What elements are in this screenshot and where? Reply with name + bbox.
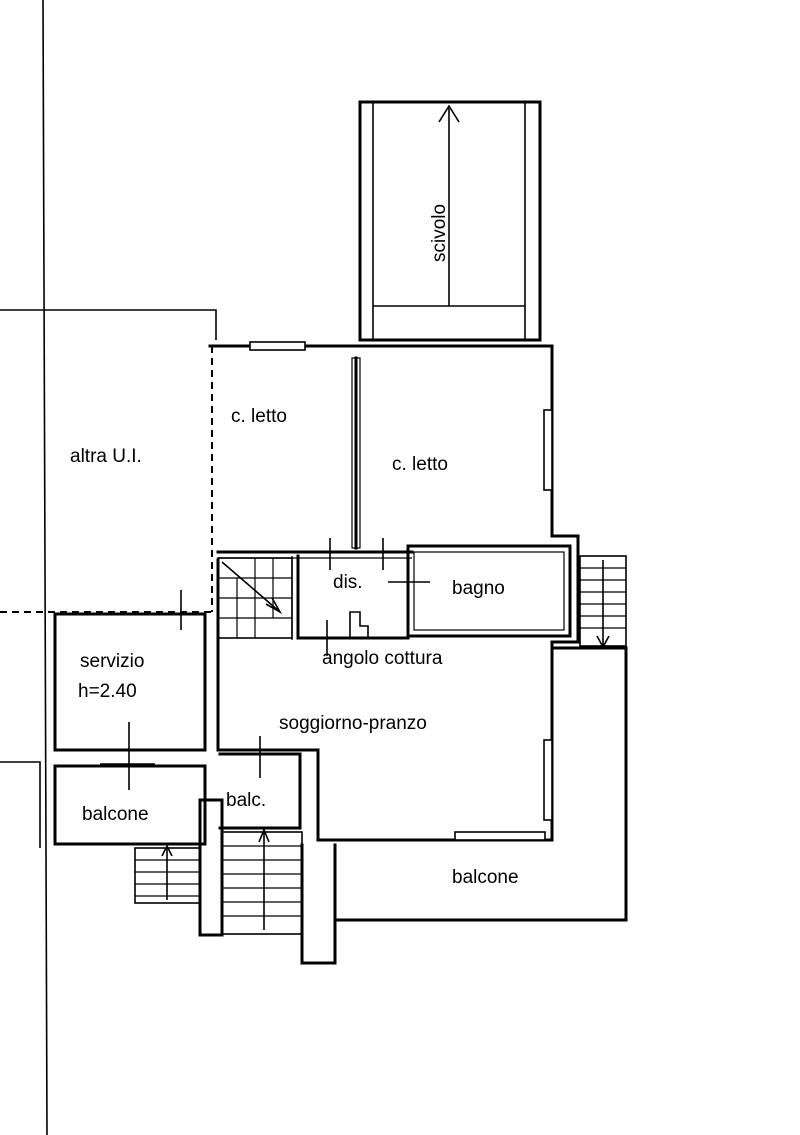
servizio-room xyxy=(53,590,207,790)
label-bagno: bagno xyxy=(452,578,505,599)
exterior-stairs-left xyxy=(134,844,201,904)
balcone-left xyxy=(53,763,207,846)
label-balcone-servizio: balcone xyxy=(82,804,149,825)
exterior-stairs-right xyxy=(579,555,627,649)
label-servizio: servizio xyxy=(80,651,144,672)
interior-walls xyxy=(216,356,572,656)
label-angolo-cottura: angolo cottura xyxy=(322,648,443,669)
label-scivolo: scivolo xyxy=(429,204,450,262)
exterior-stairs-center xyxy=(221,827,337,965)
label-altra-ui: altra U.I. xyxy=(70,446,142,467)
label-balc: balc. xyxy=(226,790,266,811)
property-boundary-line xyxy=(42,0,48,1135)
label-dis: dis. xyxy=(333,572,363,593)
other-unit-outline xyxy=(0,309,217,848)
ramp xyxy=(358,100,542,342)
balcone-main-outline xyxy=(333,646,628,922)
pillar xyxy=(198,798,224,937)
balc-small xyxy=(218,736,302,830)
label-altezza: h=2.40 xyxy=(78,681,137,702)
label-soggiorno-pranzo: soggiorno-pranzo xyxy=(279,713,427,734)
interior-staircase xyxy=(217,557,293,639)
label-balcone-principale: balcone xyxy=(452,867,519,888)
outer-walls xyxy=(208,341,580,842)
label-c-letto-2: c. letto xyxy=(392,454,448,475)
label-c-letto-1: c. letto xyxy=(231,406,287,427)
